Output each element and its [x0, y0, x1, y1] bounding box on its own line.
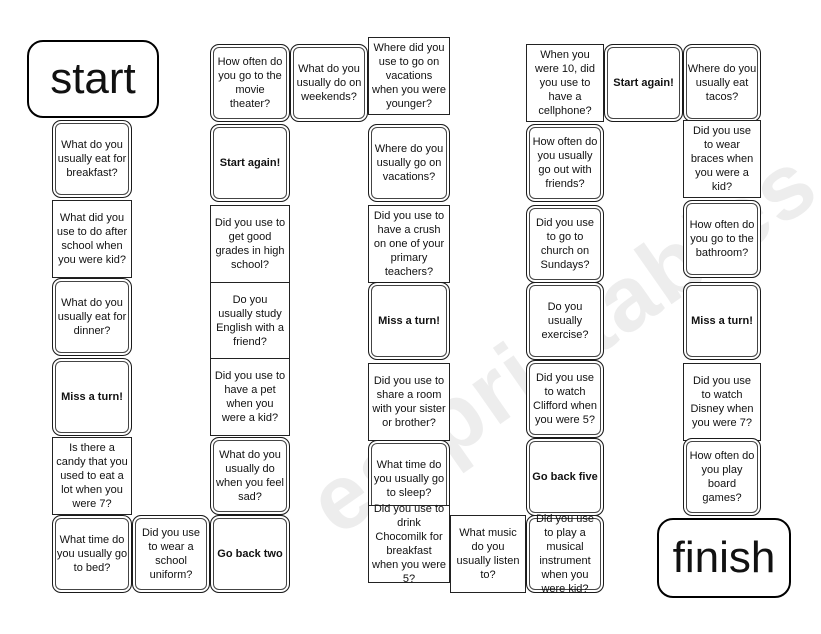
board-square-connector-1: Did you use to wear a school uniform? [132, 515, 210, 593]
board-square-col2-1: How often do you go to the movie theater… [210, 44, 290, 122]
board-square-col3-2: Where do you usually go on vacations? [368, 124, 450, 202]
board-square-col1-6: What time do you usually go to bed? [52, 515, 132, 593]
board-square-col3-3: Did you use to have a crush on one of yo… [368, 205, 450, 283]
board-square-col4-1: When you were 10, did you use to have a … [526, 44, 604, 122]
board-square-col3-5: Did you use to share a room with your si… [368, 363, 450, 441]
board-square-col3-1: Where did you use to go on vacations whe… [368, 37, 450, 115]
board-square-col5-2: Did you use to wear braces when you were… [683, 120, 761, 198]
board-square-col5-3: How often do you go to the bathroom? [683, 200, 761, 278]
board-square-col1-5: Is there a candy that you used to eat a … [52, 437, 132, 515]
board-square-col5-5: Did you use to watch Disney when you wer… [683, 363, 761, 441]
board-square-col4-7: Did you use to play a musical instrument… [526, 513, 604, 595]
board-square-col1-1: What do you usually eat for breakfast? [52, 120, 132, 198]
board-square-col5-1: Where do you usually eat tacos? [683, 44, 761, 122]
board-square-connector-4: Start again! [604, 44, 683, 122]
board-square-col1-2: What did you use to do after school when… [52, 200, 132, 278]
board-square-connector-3: What music do you usually listen to? [450, 515, 526, 593]
board-square-col4-3: Did you use to go to church on Sundays? [526, 205, 604, 283]
board-square-col4-6: Go back five [526, 438, 604, 516]
board-square-col2-3: Did you use to get good grades in high s… [210, 205, 290, 283]
board-square-col1-3: What do you usually eat for dinner? [52, 278, 132, 356]
board-square-col5-4: Miss a turn! [683, 282, 761, 360]
board-square-connector-2: What do you usually do on weekends? [290, 44, 368, 122]
board-square-col4-5: Did you use to watch Clifford when you w… [526, 360, 604, 438]
board-square-col2-2: Start again! [210, 124, 290, 202]
start-box: start [27, 40, 159, 118]
board-square-col4-4: Do you usually exercise? [526, 282, 604, 360]
board-square-col2-7: Go back two [210, 515, 290, 593]
board-square-col4-2: How often do you usually go out with fri… [526, 124, 604, 202]
board-square-col2-5: Did you use to have a pet when you were … [210, 358, 290, 436]
board-square-col3-4: Miss a turn! [368, 282, 450, 360]
board-square-col2-6: What do you usually do when you feel sad… [210, 437, 290, 515]
board-square-col3-7: Did you use to drink Chocomilk for break… [368, 503, 450, 585]
board-square-col5-6: How often do you play board games? [683, 438, 761, 516]
finish-box: finish [657, 518, 791, 598]
board-square-col1-4: Miss a turn! [52, 358, 132, 436]
board-square-col2-4: Do you usually study English with a frie… [210, 282, 290, 360]
